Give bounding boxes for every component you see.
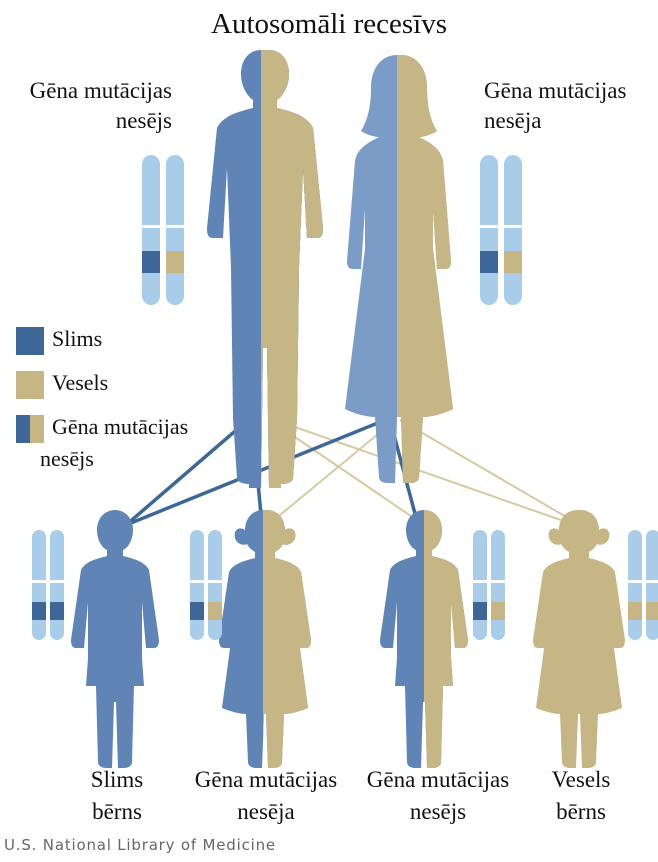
mother-label: Gēna mutācijas nesēja <box>484 76 626 136</box>
legend-carrier-line2: nesējs <box>40 446 94 472</box>
child2-label: Gēna mutācijas nesēja <box>184 764 348 828</box>
child1-label: Slims bērns <box>72 764 162 828</box>
legend-healthy: Vesels <box>16 370 108 399</box>
child-healthy-girl <box>533 510 625 768</box>
legend-carrier: Gēna mutācijas <box>16 414 188 443</box>
healthy-swatch <box>16 371 44 399</box>
page-title: Autosomāli recesīvs <box>0 8 658 41</box>
inheritance-lines-healthy <box>268 420 580 525</box>
child2-chromosomes <box>190 530 222 640</box>
credit-text: U.S. National Library of Medicine <box>4 836 276 854</box>
child4-chromosomes <box>628 530 658 640</box>
legend-affected: Slims <box>16 326 102 355</box>
child4-label: Vesels bērns <box>536 764 626 828</box>
father-label: Gēna mutācijas nesējs <box>10 76 172 136</box>
affected-swatch <box>16 327 44 355</box>
child1-chromosomes <box>32 530 64 640</box>
child3-label: Gēna mutācijas nesējs <box>356 764 520 828</box>
carrier-swatch <box>16 415 44 443</box>
child-affected-boy <box>71 510 159 768</box>
mother-chromosomes <box>480 155 522 305</box>
father-chromosomes <box>142 155 184 305</box>
child3-chromosomes <box>473 530 505 640</box>
